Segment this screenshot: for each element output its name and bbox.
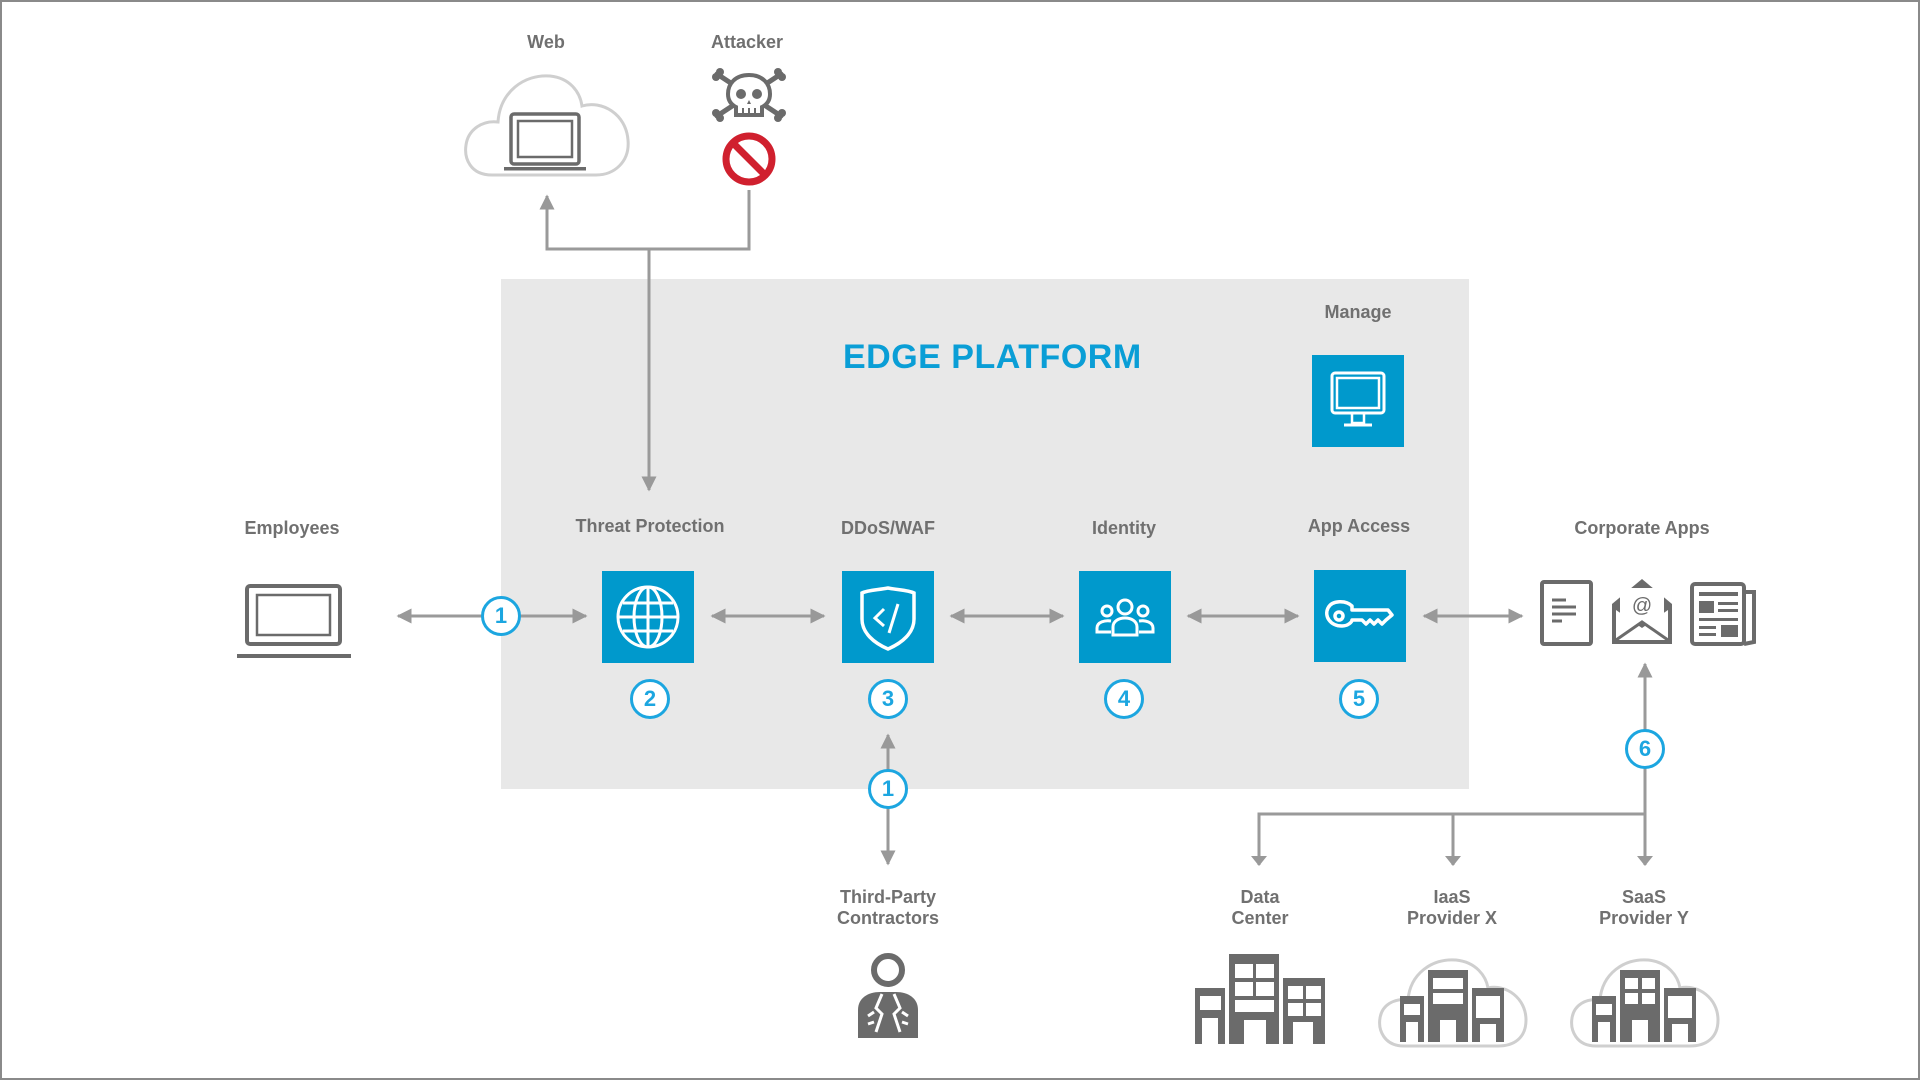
web-label: Web xyxy=(527,32,565,52)
monitor-icon xyxy=(1330,371,1386,427)
email-icon: @ xyxy=(1612,579,1672,644)
step-badge-1-employees: 1 xyxy=(481,596,521,636)
saas-label-line1: SaaS xyxy=(1621,887,1667,907)
iaas-label-line2: Provider X xyxy=(1406,908,1498,928)
web-attacker-connector xyxy=(539,190,751,251)
iaas-arrowhead xyxy=(1445,856,1461,866)
globe-icon xyxy=(616,585,680,649)
employees-label: Employees xyxy=(244,518,340,538)
skull-crossbones-icon xyxy=(712,68,786,122)
data-center-label-line1: Data xyxy=(1240,887,1280,907)
saas-label-line2: Provider Y xyxy=(1599,908,1689,928)
laptop-icon xyxy=(237,584,351,658)
manage-tile[interactable] xyxy=(1312,355,1404,447)
app-access-tile[interactable] xyxy=(1314,570,1406,662)
step-badge-4: 4 xyxy=(1104,679,1144,719)
contractors-label-line1: Third-Party xyxy=(839,887,937,907)
no-entry-icon xyxy=(722,132,776,186)
step-badge-5: 5 xyxy=(1339,679,1379,719)
identity-tile[interactable] xyxy=(1079,571,1171,663)
users-icon xyxy=(1095,598,1155,637)
service-label-app-access: App Access xyxy=(1307,516,1411,536)
manage-label: Manage xyxy=(1324,302,1392,322)
document-icon xyxy=(1540,580,1593,646)
svg-text:@: @ xyxy=(1632,595,1652,617)
ddos-waf-tile[interactable] xyxy=(842,571,934,663)
data-center-label-line2: Center xyxy=(1231,908,1289,928)
edge-platform-title: EDGE PLATFORM xyxy=(843,338,1142,376)
contractors-label-line2: Contractors xyxy=(836,908,940,928)
iaas-label-line1: IaaS xyxy=(1433,887,1471,907)
person-icon xyxy=(858,953,918,1038)
saas-arrowhead xyxy=(1637,856,1653,866)
threat-protection-tile[interactable] xyxy=(602,571,694,663)
key-icon xyxy=(1325,600,1394,628)
corporate-apps-icons: @ xyxy=(1540,579,1756,646)
corporate-apps-label: Corporate Apps xyxy=(1574,518,1710,538)
attacker-label: Attacker xyxy=(710,32,784,52)
step-badge-2: 2 xyxy=(630,679,670,719)
step-badge-1-contractors: 1 xyxy=(868,769,908,809)
cloud-buildings-icon xyxy=(1378,958,1528,1048)
datacenter-arrowhead xyxy=(1251,856,1267,866)
service-label-identity: Identity xyxy=(1091,518,1157,538)
shield-code-icon xyxy=(860,586,916,651)
newspaper-icon xyxy=(1690,582,1756,646)
cloud-laptop-icon xyxy=(464,74,630,177)
service-label-ddos-waf: DDoS/WAF xyxy=(841,518,935,538)
service-label-threat-protection: Threat Protection xyxy=(575,516,725,536)
step-badge-6: 6 xyxy=(1625,729,1665,769)
step-badge-3: 3 xyxy=(868,679,908,719)
cloud-buildings-icon xyxy=(1570,958,1720,1048)
buildings-icon xyxy=(1195,954,1325,1044)
